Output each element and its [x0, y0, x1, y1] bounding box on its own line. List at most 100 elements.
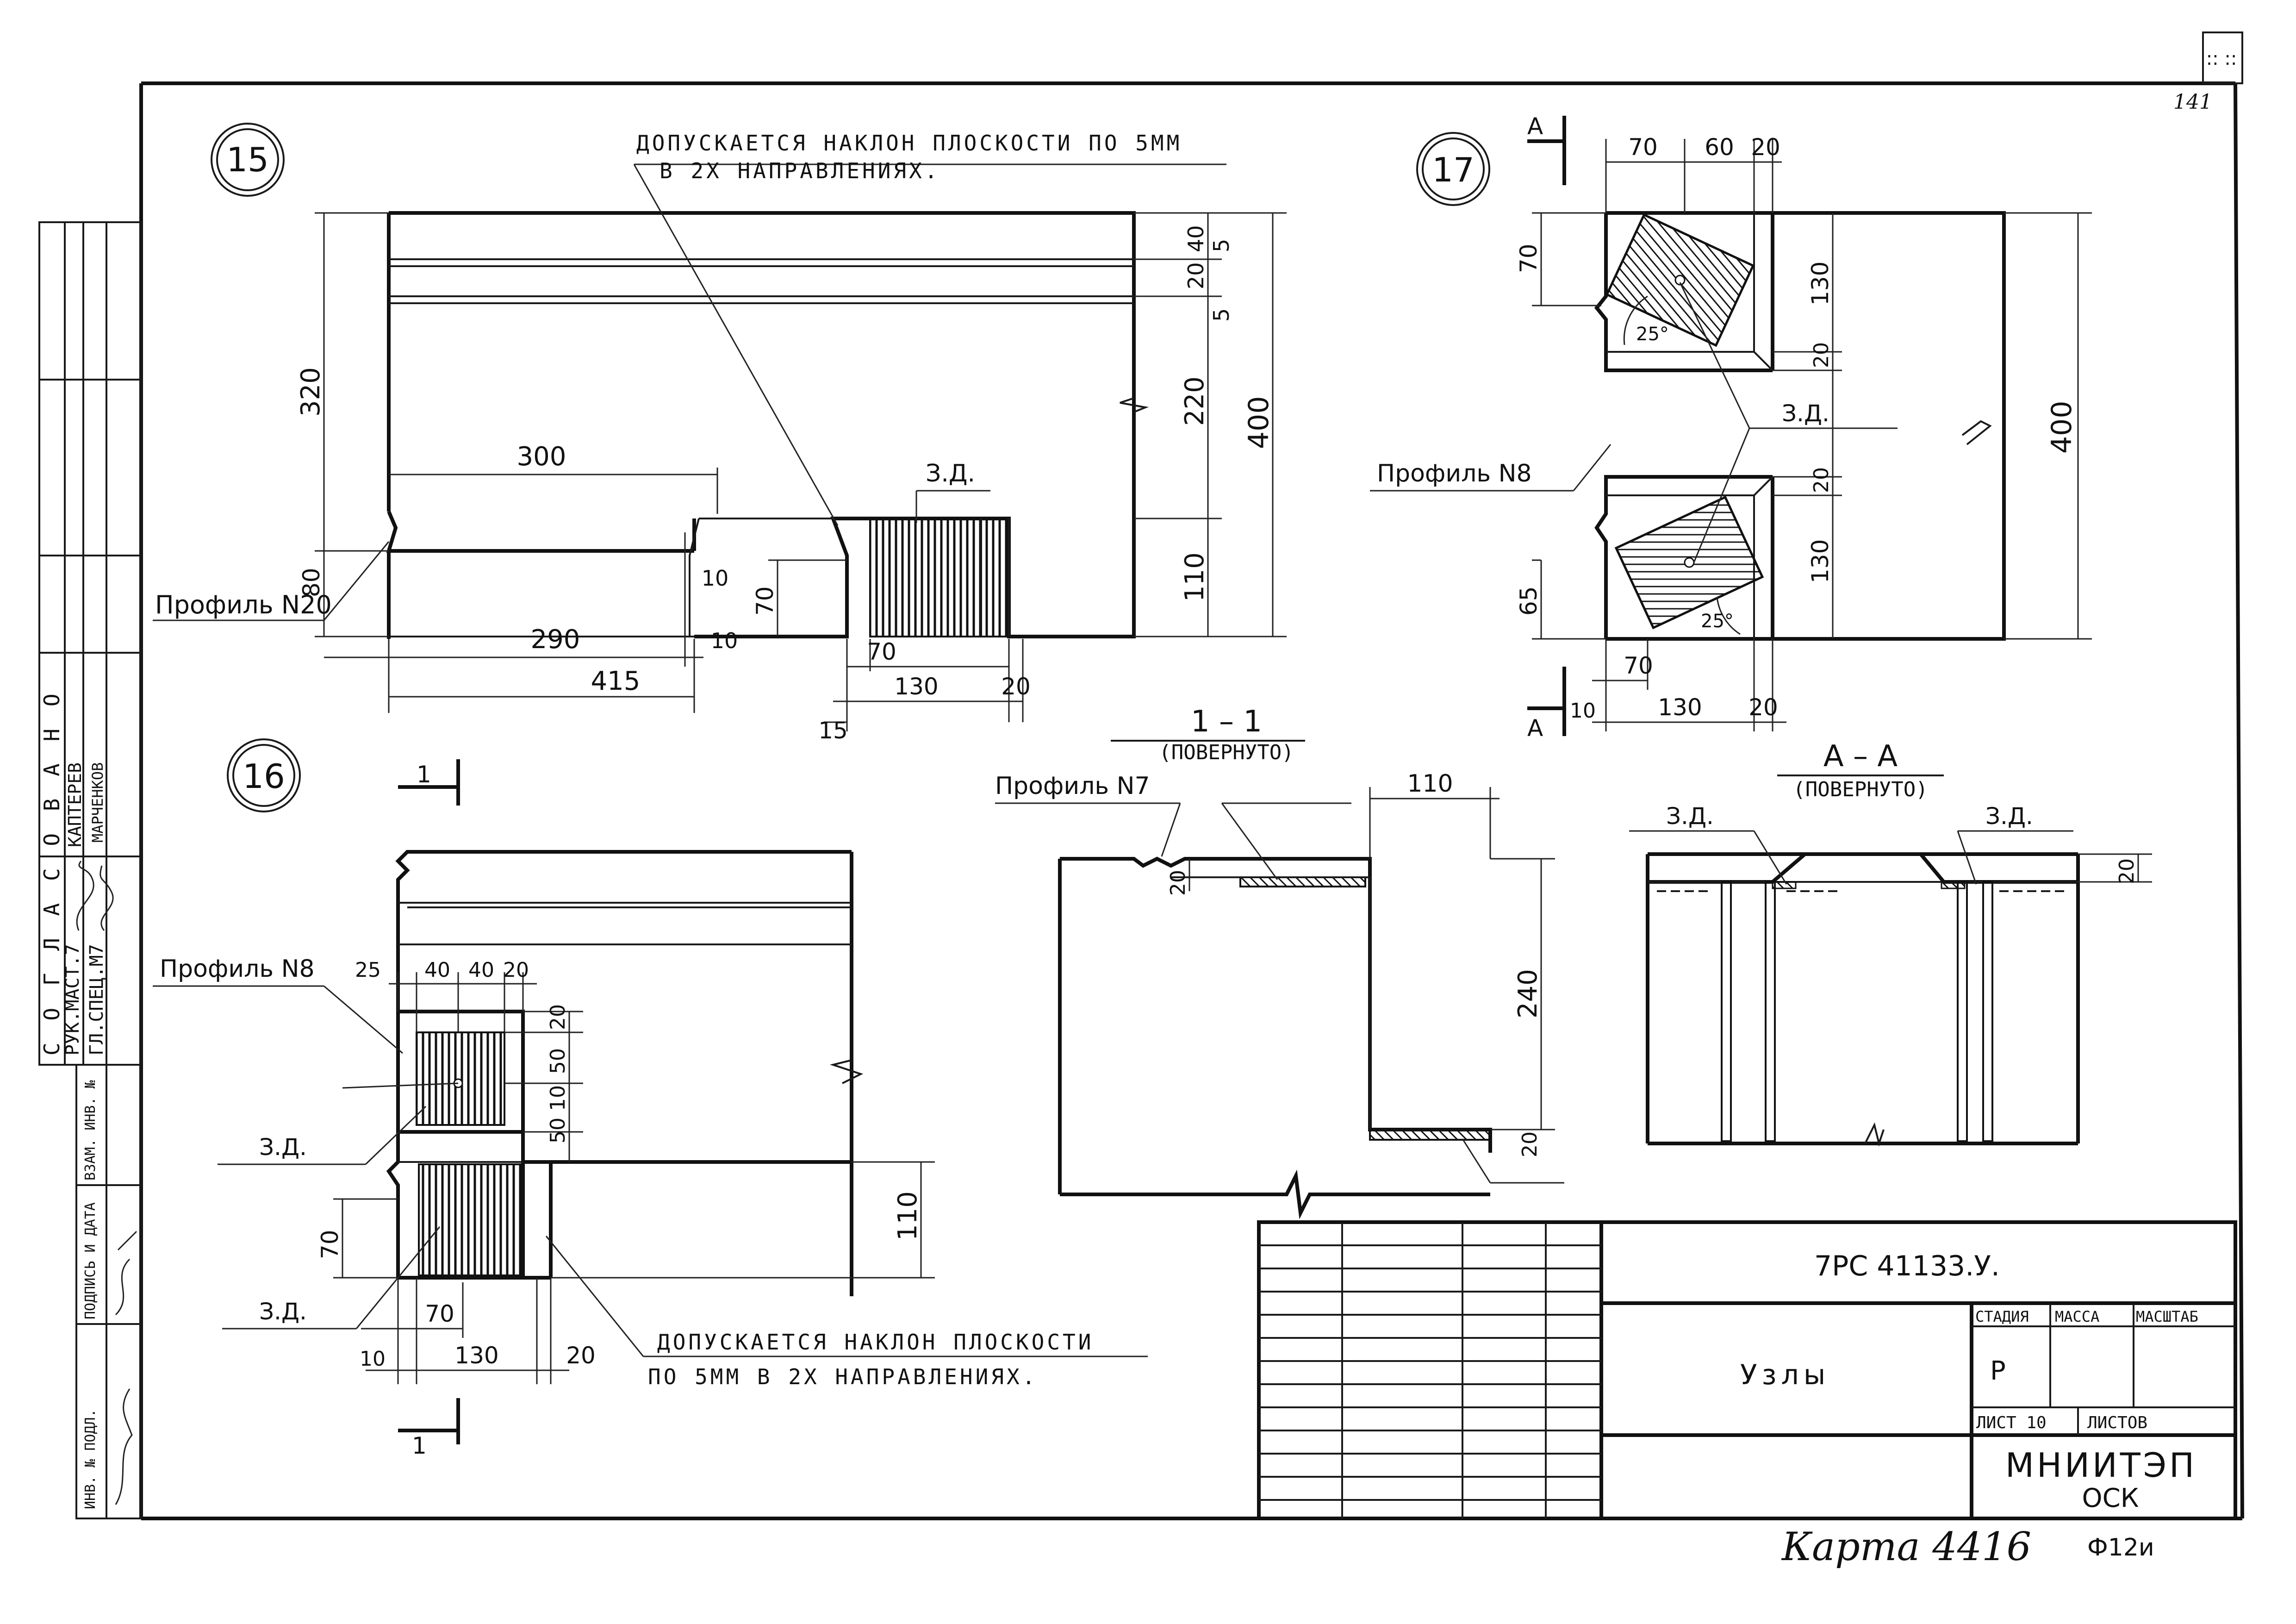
section-a-a-zd-1: З.Д. — [1666, 803, 1714, 830]
node-15-dim-110: 110 — [1180, 552, 1210, 602]
title-block — [1257, 1220, 2237, 1520]
section-1-1-title: 1 – 1 — [1191, 705, 1262, 739]
section-1-1-dim-20a: 20 — [1166, 870, 1190, 896]
node-17-section-mark-top: А — [1527, 113, 1543, 140]
node-16-dim-50a: 50 — [546, 1048, 570, 1074]
node-15-dim-15: 15 — [818, 717, 848, 744]
node-17-number: 17 — [1432, 150, 1475, 189]
section-a-a — [1629, 775, 2152, 1147]
approval-role-2: ГЛ.СПЕЦ.М7 — [86, 944, 107, 1056]
sheet-title: Узлы — [1740, 1359, 1830, 1391]
section-1-1-profile-label: Профиль N7 — [995, 772, 1150, 800]
node-15-dim-300: 300 — [517, 442, 566, 472]
section-1-1-dim-20b: 20 — [1518, 1131, 1542, 1157]
node-17-dim-65: 65 — [1515, 586, 1542, 616]
node-16 — [153, 738, 1148, 1444]
approval-name-1: КАПТЕРЕВ — [65, 762, 85, 847]
node-15-dim-70v: 70 — [752, 586, 778, 616]
stage-header: СТАДИЯ — [1975, 1308, 2029, 1325]
node-17-dim-20-b: 20 — [1810, 467, 1833, 493]
node-17-dim-400: 400 — [2046, 400, 2078, 454]
node-15-note-line1: ДОПУСКАЕТСЯ НАКЛОН ПЛОСКОСТИ ПО 5ММ — [636, 131, 1182, 156]
node-16-note-line1: ДОПУСКАЕТСЯ НАКЛОН ПЛОСКОСТИ — [657, 1330, 1094, 1355]
signature-3 — [115, 1230, 137, 1316]
stage-value: Р — [1990, 1356, 2006, 1386]
section-a-a-zd-2: З.Д. — [1985, 803, 2033, 830]
form-label: Ф12и — [2087, 1534, 2154, 1562]
node-16-dim-10: 10 — [546, 1085, 570, 1111]
replace-inv-label: ВЗАМ. ИНВ. № — [82, 1080, 99, 1181]
node-17-dim-70-bottom: 70 — [1624, 652, 1653, 679]
node-17-dim-70-left: 70 — [1515, 244, 1542, 273]
mass-header: МАССА — [2055, 1308, 2099, 1325]
node-17-dim-20-c: 20 — [1748, 694, 1778, 721]
node-16-dim-50b: 50 — [546, 1118, 570, 1143]
approval-role-1: РУК.МАСТ.7 — [62, 944, 83, 1056]
node-16-profile-label: Профиль N8 — [160, 955, 315, 983]
org-name: МНИИТЭП — [2005, 1446, 2197, 1485]
node-15-dim-5b: 5 — [1209, 308, 1234, 322]
node-16-zd-2: З.Д. — [259, 1298, 307, 1325]
node-15-dim-5a: 5 — [1209, 239, 1234, 252]
node-17-dim-70-top: 70 — [1628, 134, 1658, 161]
node-16-dim-110: 110 — [893, 1191, 923, 1241]
page-number: 141 — [2173, 90, 2212, 114]
sign-date-label: ПОДПИСЬ И ДАТА — [82, 1202, 99, 1319]
node-15-dim-10b: 10 — [711, 628, 738, 653]
node-16-dim-25: 25 — [355, 958, 381, 982]
card-label: Карта 4416 — [1781, 1524, 2031, 1569]
node-17-dim-130-b: 130 — [1807, 539, 1834, 583]
section-1-1 — [995, 740, 1564, 1219]
approval-block — [38, 221, 142, 1519]
node-15-dim-80: 80 — [298, 568, 325, 597]
node-16-dim-20v: 20 — [546, 1004, 570, 1030]
node-16-section-mark-bottom: 1 — [412, 1432, 427, 1459]
node-15-dim-400: 400 — [1243, 396, 1275, 449]
node-15-dim-415: 415 — [591, 666, 641, 696]
node-15-dim-70h: 70 — [867, 638, 896, 665]
node-16-number: 16 — [243, 757, 285, 796]
node-17-dim-10: 10 — [1570, 699, 1596, 723]
section-a-a-dim-20: 20 — [2115, 858, 2139, 884]
node-16-dim-40a: 40 — [424, 958, 450, 982]
org-dept: ОСК — [2082, 1483, 2139, 1513]
node-16-dim-10h: 10 — [360, 1347, 386, 1371]
node-17-dim-20-top: 20 — [1751, 134, 1780, 161]
corner-stamp — [2202, 31, 2243, 84]
section-a-a-subtitle: (ПОВЕРНУТО) — [1793, 778, 1928, 801]
node-16-dim-70h: 70 — [425, 1300, 454, 1327]
node-15-zd-label: З.Д. — [926, 460, 975, 487]
node-16-dim-70v: 70 — [317, 1230, 343, 1259]
node-16-dim-40b: 40 — [468, 958, 494, 982]
node-17-section-mark-bottom: А — [1527, 715, 1543, 742]
node-17-angle-bottom: 25° — [1701, 611, 1734, 632]
sheet-number-label: ЛИСТ 10 — [1976, 1413, 2047, 1432]
node-15-dim-20v: 20 — [1183, 262, 1208, 289]
node-17-angle-top: 25° — [1636, 324, 1669, 345]
scale-header: МАСШТАБ — [2136, 1308, 2198, 1325]
signature-4 — [115, 1388, 133, 1505]
node-17-dim-60: 60 — [1705, 134, 1734, 161]
section-1-1-dim-110: 110 — [1407, 770, 1453, 798]
node-16-dim-20a: 20 — [503, 958, 529, 982]
node-15-number: 15 — [226, 140, 269, 179]
node-16-section-mark-top: 1 — [417, 761, 431, 788]
node-17-dim-130-a: 130 — [1807, 262, 1834, 306]
node-15-dim-320: 320 — [296, 367, 326, 417]
node-16-zd-1: З.Д. — [259, 1134, 307, 1161]
orig-inv-label: ИНВ. № ПОДЛ. — [82, 1409, 99, 1509]
node-15-dim-220: 220 — [1180, 376, 1210, 426]
node-17-zd-label: З.Д. — [1782, 400, 1829, 427]
section-1-1-subtitle: (ПОВЕРНУТО) — [1159, 741, 1294, 764]
node-15-dim-130: 130 — [894, 673, 938, 700]
section-a-a-title: А – А — [1823, 739, 1898, 774]
node-15 — [153, 123, 1287, 731]
node-16-dim-130: 130 — [454, 1342, 498, 1369]
node-16-dim-20h: 20 — [566, 1342, 596, 1369]
node-17-profile-label: Профиль N8 — [1377, 460, 1532, 487]
node-15-dim-10a: 10 — [702, 566, 729, 591]
node-15-dim-40: 40 — [1183, 225, 1208, 252]
doc-code: 7РС 41133.У. — [1814, 1250, 2000, 1282]
agreed-label: С О Г Л А С О В А Н О — [39, 689, 64, 1056]
section-1-1-dim-240: 240 — [1513, 969, 1543, 1018]
